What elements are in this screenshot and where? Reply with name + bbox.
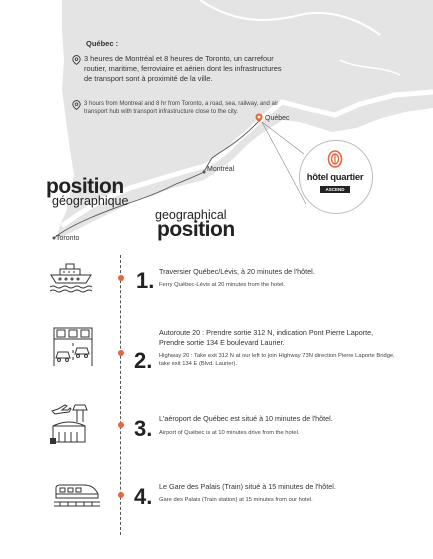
intro-french-text: 3 heures de Montréal et 8 heures de Toro… bbox=[84, 54, 282, 83]
step-english-text: Airport of Québec is at 10 minutes drive… bbox=[159, 430, 300, 436]
timeline-dot bbox=[118, 422, 124, 428]
train-icon bbox=[54, 484, 100, 507]
route-line bbox=[53, 121, 259, 239]
location-pin-icon bbox=[72, 55, 81, 65]
city-label-montreal: Montréal bbox=[207, 166, 235, 173]
timeline-dot bbox=[118, 350, 124, 356]
step-english-text: Highway 20 : Take exit 312 N at our left… bbox=[159, 353, 395, 367]
timeline-dot bbox=[118, 492, 124, 498]
highway-icon bbox=[53, 327, 93, 366]
heading-en-big: position bbox=[157, 218, 235, 241]
step-french-text: L'aéroport de Québec est situé à 10 minu… bbox=[159, 414, 333, 423]
timeline-line bbox=[120, 255, 121, 535]
step-number: 1. bbox=[136, 268, 155, 293]
city-label-quebec: Québec bbox=[265, 115, 290, 122]
location-pin-icon bbox=[72, 100, 81, 110]
step-english-text: Gare des Palais (Train station) at 15 mi… bbox=[159, 497, 313, 503]
ferry-icon bbox=[49, 263, 93, 293]
heading-fr-big: position bbox=[46, 175, 124, 198]
timeline-dot bbox=[118, 275, 124, 281]
step-number: 3. bbox=[134, 416, 153, 441]
intro-english-text: 3 hours from Montreal and 8 hr from Toro… bbox=[84, 101, 279, 116]
step-french-text: Traversier Québec/Lévis, à 20 minutes de… bbox=[159, 267, 315, 276]
city-label-toronto: Toronto bbox=[56, 235, 80, 242]
hotel-logo-name: hôtel quartier bbox=[306, 172, 364, 183]
step-french-text: Le Gare des Palais (Train) situé à 15 mi… bbox=[159, 482, 336, 491]
heading-fr-small: géographique bbox=[52, 194, 129, 208]
step-french-text: Autoroute 20 : Prendre sortie 312 N, ind… bbox=[159, 328, 374, 347]
step-number: 2. bbox=[134, 348, 153, 373]
step-number: 4. bbox=[134, 484, 153, 509]
step-english-text: Ferry Québec-Lévis at 20 minutes from th… bbox=[159, 282, 285, 288]
hotel-logo-icon bbox=[327, 150, 343, 168]
airport-icon bbox=[50, 404, 88, 444]
ascend-badge: ASCEND bbox=[320, 186, 350, 193]
hotel-logo bbox=[299, 140, 373, 214]
intro-title: Québec : bbox=[86, 39, 119, 48]
region-map bbox=[52, 0, 433, 240]
quebec-pin-icon bbox=[255, 113, 263, 123]
heading-en-small: geographical bbox=[155, 208, 227, 222]
river bbox=[60, 89, 433, 229]
